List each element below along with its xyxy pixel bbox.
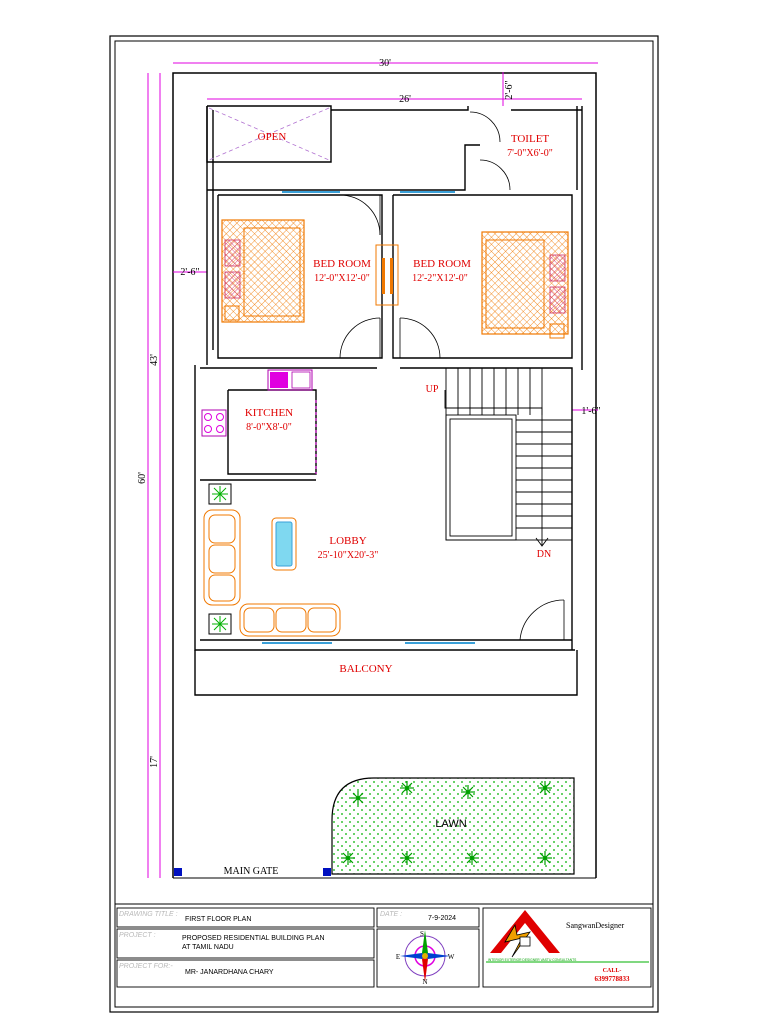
label-bedroom-2: BED ROOM xyxy=(413,258,471,270)
label-date: DATE : xyxy=(380,911,402,918)
shrub-icon xyxy=(400,851,414,865)
label-lawn: LAWN xyxy=(435,818,466,830)
gate-post-right xyxy=(323,868,331,876)
label-bedroom-1-size: 12'-0"X12'-0" xyxy=(314,273,370,284)
dim-total-width: 30' xyxy=(379,58,391,69)
project-line-1: PROPOSED RESIDENTIAL BUILDING PLAN xyxy=(182,935,325,942)
bed-1 xyxy=(221,219,305,323)
title-block xyxy=(116,907,652,988)
shrub-icon xyxy=(538,851,552,865)
wardrobe-partition xyxy=(375,244,399,306)
sheet-border-inner xyxy=(114,40,654,1008)
building-walls xyxy=(194,105,583,696)
dim-building-depth: 43' xyxy=(149,354,160,366)
bed-2 xyxy=(481,231,569,339)
compass-w: W xyxy=(448,953,455,961)
shrub-icon xyxy=(351,791,365,805)
label-kitchen: KITCHEN xyxy=(245,407,293,419)
call-label: CALL- xyxy=(603,968,622,974)
shrub-icon xyxy=(461,785,475,799)
label-lobby: LOBBY xyxy=(329,535,366,547)
brand-tagline: INTERIOR EXTERIOR DESIGNER VASTU CONSULT… xyxy=(488,958,577,962)
label-lobby-size: 25'-10"X20'-3" xyxy=(318,550,379,561)
brand-logo xyxy=(490,910,560,958)
plot-boundary xyxy=(172,72,597,878)
shrub-icon xyxy=(465,851,479,865)
compass-icon xyxy=(400,930,450,982)
windows xyxy=(262,191,475,644)
label-project: PROJECT : xyxy=(119,932,156,939)
lobby-plants xyxy=(212,486,228,632)
lawn-shrubs xyxy=(341,781,552,865)
label-bedroom-1: BED ROOM xyxy=(313,258,371,270)
compass-s: S xyxy=(420,930,424,938)
label-toilet-size: 7'-0"X6'-0" xyxy=(507,148,553,159)
gate-post-left xyxy=(174,868,182,876)
label-stair-down: DN xyxy=(537,549,551,560)
compass-n: N xyxy=(422,978,427,986)
compass-e: E xyxy=(396,953,400,961)
phone-number: 6399778833 xyxy=(595,975,631,983)
brand-name: SangwanDesigner xyxy=(566,921,625,930)
label-drawing-title: DRAWING TITLE : xyxy=(119,911,178,918)
dim-right-gap: 2'-6" xyxy=(504,80,515,99)
lawn-area xyxy=(331,777,575,875)
kitchen-fixtures xyxy=(201,369,317,474)
dim-left-gap: 2'-6" xyxy=(180,267,199,278)
label-bedroom-2-size: 12'-2"X12'-0" xyxy=(412,273,468,284)
lobby-furniture xyxy=(203,483,341,637)
label-balcony: BALCONY xyxy=(339,663,392,675)
shrub-icon xyxy=(341,851,355,865)
label-kitchen-size: 8'-0"X8'-0" xyxy=(246,422,292,433)
project-line-2: AT TAMIL NADU xyxy=(182,944,234,951)
dim-total-depth: 60' xyxy=(137,472,148,484)
shrub-icon xyxy=(538,781,552,795)
dimension-lines xyxy=(147,62,598,878)
drawing-title: FIRST FLOOR PLAN xyxy=(185,916,251,923)
staircase xyxy=(444,367,573,547)
doors xyxy=(339,111,565,641)
label-toilet: TOILET xyxy=(511,133,550,145)
label-stair-up: UP xyxy=(426,384,439,395)
dim-inner-width: 26' xyxy=(399,94,411,105)
label-project-for: PROJECT FOR:- xyxy=(119,963,173,970)
label-main-gate: MAIN GATE xyxy=(224,866,279,877)
sheet-border-outer xyxy=(109,35,659,1013)
drawing-date: 7-9-2024 xyxy=(428,915,456,922)
dim-stair-gap: 1'-6" xyxy=(581,406,600,417)
open-area-cross xyxy=(208,107,330,161)
dim-front-depth: 17' xyxy=(149,756,160,768)
project-for: MR- JANARDHANA CHARY xyxy=(185,969,274,976)
label-open: OPEN xyxy=(258,131,287,143)
shrub-icon xyxy=(400,781,414,795)
